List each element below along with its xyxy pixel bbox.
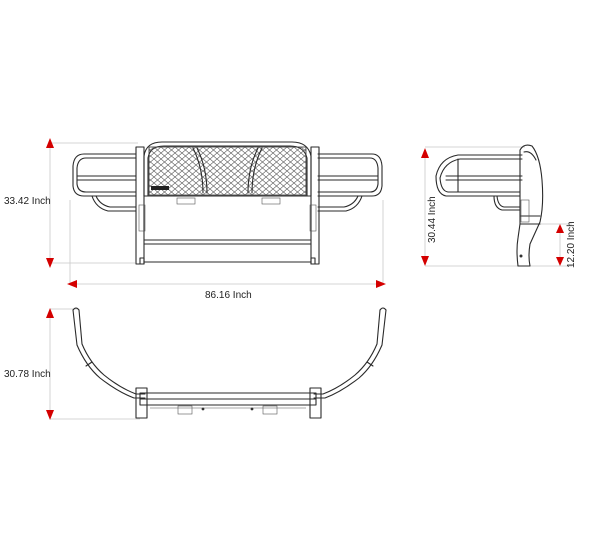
arrow-up-icon — [46, 138, 54, 148]
side-lower-height-label: 12.20 Inch — [566, 221, 577, 268]
front-guard-drawing — [72, 141, 383, 265]
side-view: 30.44 Inch 12.20 Inch — [421, 144, 577, 268]
top-depth-dimension: 30.78 Inch — [4, 308, 54, 420]
side-guard-drawing — [435, 144, 544, 267]
top-view: 30.78 Inch — [4, 307, 387, 420]
side-height-guides — [425, 146, 572, 267]
arrow-down-icon — [421, 256, 429, 266]
arrow-left-icon — [67, 280, 77, 288]
top-guard-drawing — [72, 307, 387, 419]
arrow-down-icon — [46, 258, 54, 268]
front-height-label: 33.42 Inch — [4, 196, 51, 207]
top-depth-label: 30.78 Inch — [4, 369, 51, 380]
top-depth-guides — [50, 308, 140, 420]
arrow-up-icon — [421, 148, 429, 158]
side-height-label: 30.44 Inch — [427, 196, 438, 243]
front-width-dimension: 86.16 Inch — [67, 280, 386, 301]
arrow-down-icon — [556, 257, 564, 266]
front-height-dimension: 33.42 Inch — [4, 138, 54, 268]
side-lower-height-dimension: 12.20 Inch — [556, 221, 577, 268]
arrow-up-icon — [556, 224, 564, 233]
side-height-dimension: 30.44 Inch — [421, 148, 438, 266]
arrow-down-icon — [46, 410, 54, 420]
mesh-panel — [148, 146, 307, 196]
front-view: 33.42 Inch 86.16 Inch — [4, 138, 386, 301]
front-width-label: 86.16 Inch — [205, 290, 252, 301]
arrow-up-icon — [46, 308, 54, 318]
arrow-right-icon — [376, 280, 386, 288]
front-height-guides — [50, 142, 384, 285]
